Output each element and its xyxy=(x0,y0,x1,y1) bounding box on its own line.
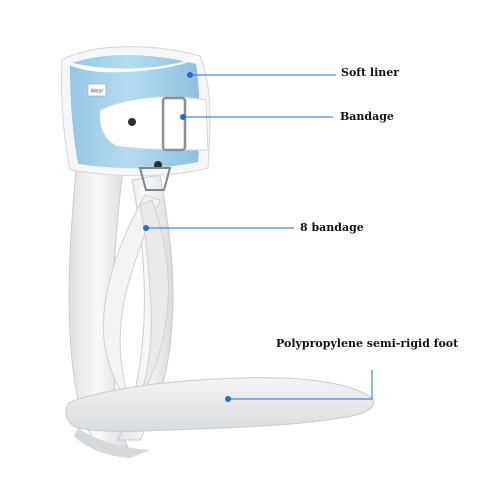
label-polypropylene-foot: Polypropylene semi-rigid foot xyxy=(276,337,459,350)
label-soft-liner: Soft liner xyxy=(341,66,400,79)
cuff xyxy=(60,46,211,191)
callout-line-foot xyxy=(228,370,373,400)
brand-tag-text: Wear xyxy=(91,89,105,95)
label-bandage: Bandage xyxy=(340,110,394,123)
callout-dots xyxy=(143,72,231,402)
brand-tag: Wear xyxy=(91,89,105,95)
foot-plate xyxy=(65,377,375,432)
bandage-strap xyxy=(99,96,209,151)
rivet xyxy=(128,118,136,126)
callout-lines xyxy=(146,74,373,400)
plastic-shell xyxy=(68,149,174,449)
label-8-bandage: 8 bandage xyxy=(300,221,364,234)
